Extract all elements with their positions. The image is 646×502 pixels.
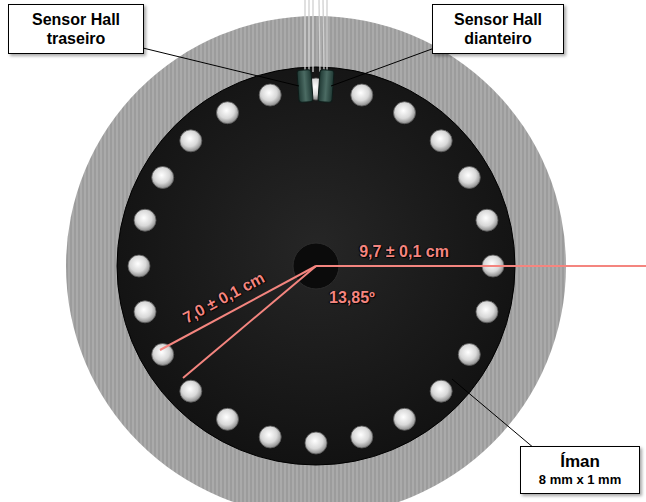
magnet (217, 102, 239, 124)
magnet (394, 408, 416, 430)
magnet (134, 301, 156, 323)
magnet (476, 209, 498, 231)
magnet (217, 408, 239, 430)
magnet (476, 301, 498, 323)
radius-dimension: 9,7 ± 0,1 cm (359, 243, 449, 261)
magnet (351, 84, 373, 106)
magnet (430, 130, 452, 152)
magnet (180, 380, 202, 402)
magnet (394, 102, 416, 124)
magnet (180, 130, 202, 152)
magnet (430, 380, 452, 402)
sensor-label: Sensor Hall traseiro (17, 10, 135, 48)
label-box: Sensor Hall dianteiro (432, 4, 564, 54)
magnet (134, 209, 156, 231)
magnet (458, 344, 480, 366)
magnet (128, 255, 150, 277)
sensor-label: Sensor Hall dianteiro (441, 10, 555, 48)
magnet-label: Íman (529, 452, 631, 472)
magnet (259, 84, 281, 106)
magnet (305, 432, 327, 454)
magnet (351, 426, 373, 448)
magnet (152, 344, 174, 366)
dimension-lines (160, 266, 646, 378)
outer-ring (66, 16, 566, 502)
magnet (152, 167, 174, 189)
leader-lines (110, 35, 560, 470)
magnet (259, 426, 281, 448)
hall-sensor-rear (297, 70, 313, 103)
label-box: Íman8 mm x 1 mm (520, 446, 640, 494)
magnet (458, 167, 480, 189)
angle-dimension: 13,85º (329, 289, 375, 307)
magnet-size: 8 mm x 1 mm (529, 472, 631, 488)
label-box: Sensor Hall traseiro (8, 4, 144, 54)
sensor-wires (305, 0, 327, 72)
